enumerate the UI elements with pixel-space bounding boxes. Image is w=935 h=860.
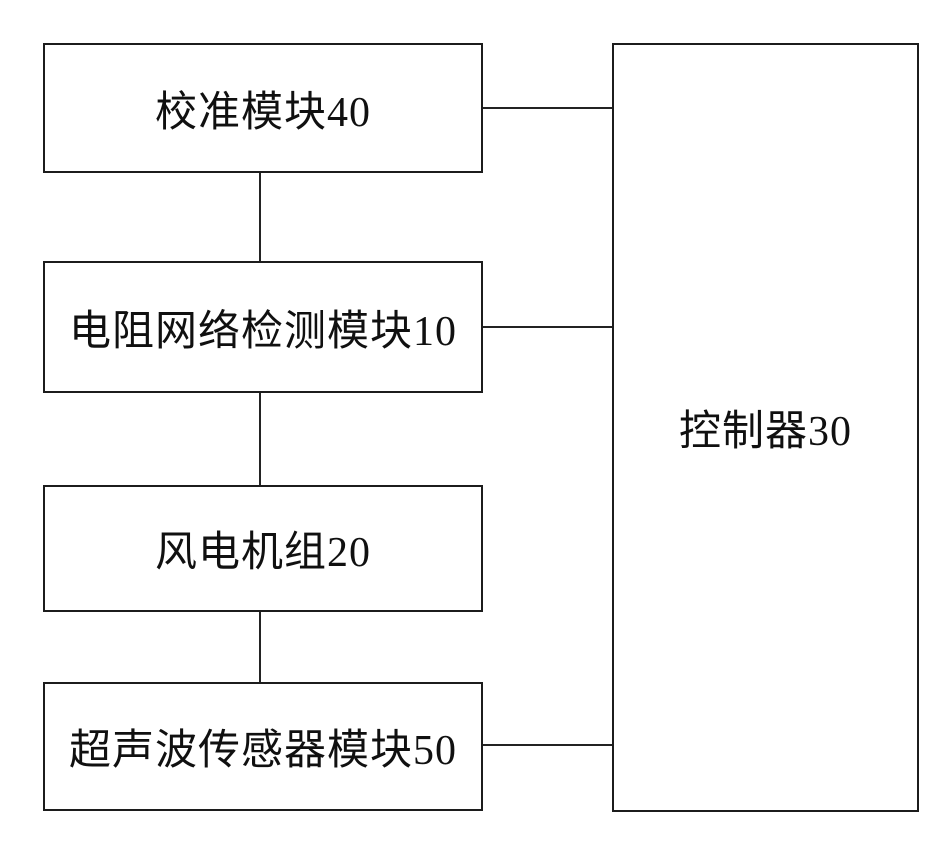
box-resistance-network-detection-module-label: 电阻网络检测模块10 (68, 308, 457, 355)
box-ultrasonic-sensor-module-label: 超声波传感器模块50 (68, 728, 457, 774)
box-controller-label: 控制器30 (678, 409, 852, 455)
box-controller: 控制器30 (612, 43, 919, 812)
connector-calibration-to-resistance (259, 173, 261, 261)
box-calibration-module-label: 校准模块40 (154, 89, 371, 136)
box-resistance-network-detection-module: 电阻网络检测模块10 (43, 261, 483, 393)
box-ultrasonic-sensor-module: 超声波传感器模块50 (43, 682, 483, 811)
connector-resistance-to-controller (483, 326, 612, 328)
box-wind-turbine-unit: 风电机组20 (43, 485, 483, 612)
connector-ultrasonic-to-controller (483, 744, 612, 746)
box-wind-turbine-unit-label: 风电机组20 (154, 530, 371, 576)
connector-resistance-to-turbine (259, 393, 261, 485)
connector-turbine-to-ultrasonic (259, 612, 261, 682)
box-calibration-module: 校准模块40 (43, 43, 483, 173)
connector-calibration-to-controller (483, 107, 612, 109)
